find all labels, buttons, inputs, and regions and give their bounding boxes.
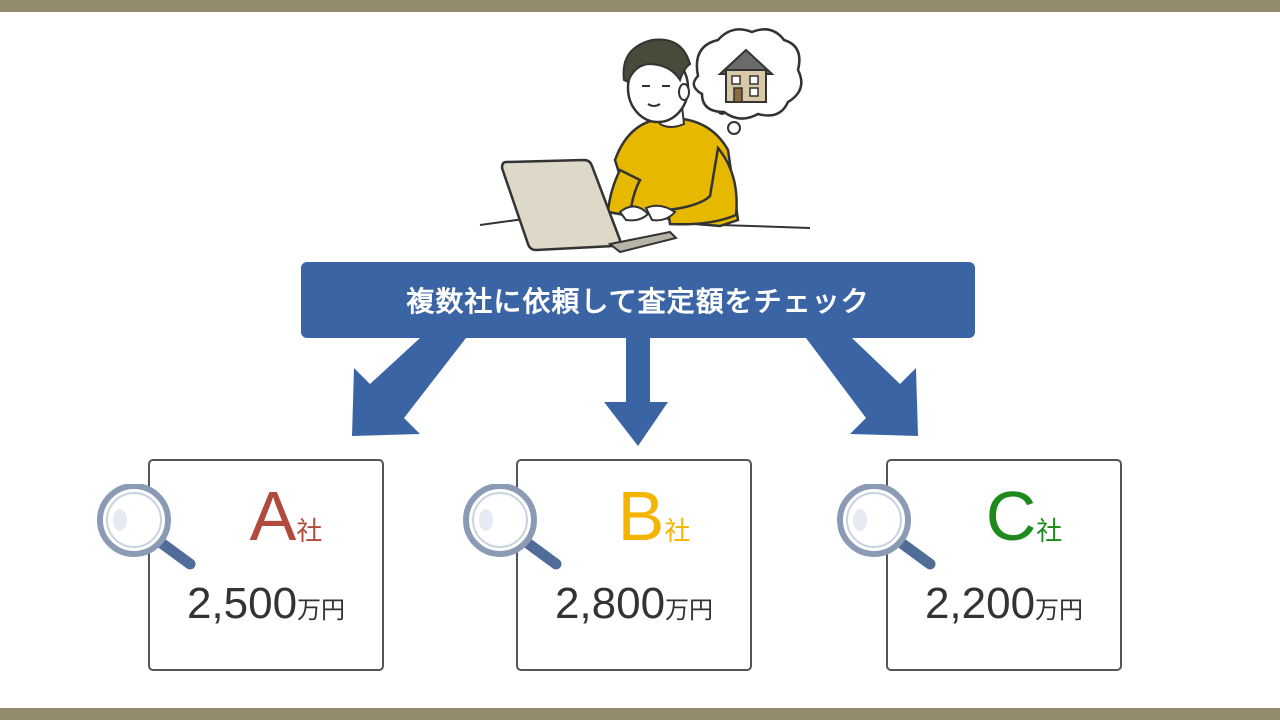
company-name: A社: [150, 481, 382, 551]
magnifier-icon: [837, 484, 936, 570]
magnifier-icon: [463, 484, 562, 570]
company-name: B社: [518, 481, 750, 551]
company-price: 2,800万円: [518, 579, 750, 629]
company-letter: C: [985, 477, 1037, 555]
arrow-to-c: [806, 338, 918, 436]
price-unit: 万円: [665, 596, 714, 624]
price-unit: 万円: [297, 596, 346, 624]
company-letter: B: [617, 477, 665, 555]
arrow-to-b: [604, 338, 668, 446]
top-band: [0, 0, 1280, 12]
magnifier-icon: [97, 484, 196, 570]
company-price: 2,500万円: [150, 579, 382, 629]
company-letter: A: [249, 477, 297, 555]
price-number: 2,500: [186, 579, 298, 628]
company-card-c: C社 2,200万円: [886, 459, 1122, 671]
price-unit: 万円: [1035, 596, 1084, 624]
company-suffix: 社: [664, 517, 691, 547]
person-at-laptop-icon: [479, 28, 811, 254]
arrow-to-a: [352, 338, 466, 436]
company-card-b: B社 2,800万円: [516, 459, 752, 671]
company-price: 2,200万円: [888, 579, 1120, 629]
price-number: 2,800: [554, 579, 666, 628]
company-suffix: 社: [1036, 517, 1063, 547]
company-name: C社: [888, 481, 1120, 551]
price-number: 2,200: [924, 579, 1036, 628]
request-banner: 複数社に依頼して査定額をチェック: [301, 262, 975, 338]
banner-text: 複数社に依頼して査定額をチェック: [406, 285, 870, 318]
company-suffix: 社: [296, 517, 323, 547]
house-icon: [717, 48, 775, 103]
bottom-band: [0, 708, 1280, 720]
